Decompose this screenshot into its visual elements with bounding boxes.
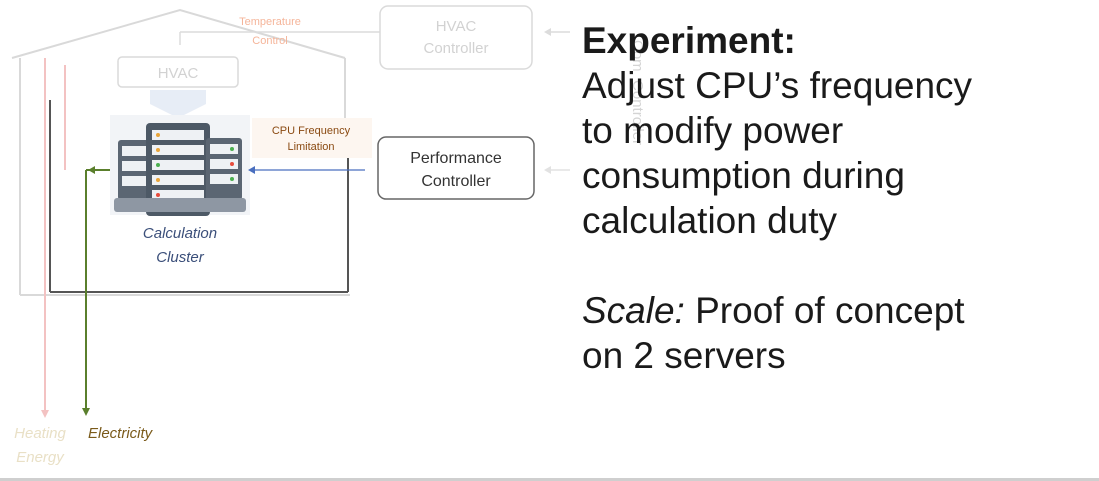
hvac-controller-label-1: HVAC bbox=[436, 18, 477, 35]
temperature-control-arrow bbox=[179, 31, 380, 45]
experiment-title: Experiment: bbox=[582, 20, 796, 61]
bottom-divider bbox=[0, 478, 1099, 481]
scale-line-2: on 2 servers bbox=[582, 335, 786, 376]
to-performance-controller-arrow-head bbox=[544, 166, 551, 174]
building-outline bbox=[11, 8, 350, 296]
server-rack-icon bbox=[110, 115, 250, 216]
experiment-line-2: to modify power bbox=[582, 110, 844, 151]
experiment-line-1: Adjust CPU’s frequency bbox=[582, 65, 973, 106]
heating-energy-label-2: Energy bbox=[16, 449, 65, 466]
heating-arrow-head bbox=[41, 410, 49, 418]
hvac-controller-label-2: Controller bbox=[423, 40, 488, 57]
performance-controller-label-2: Controller bbox=[421, 173, 491, 190]
calculation-cluster-label-2: Cluster bbox=[156, 249, 205, 266]
electricity-label: Electricity bbox=[88, 425, 154, 442]
electricity-arrow-head-left bbox=[88, 166, 95, 174]
hvac-controller-box bbox=[379, 5, 533, 70]
panel-spacer bbox=[582, 243, 1082, 288]
experiment-line-3: consumption during bbox=[582, 155, 905, 196]
performance-controller-box bbox=[377, 136, 535, 200]
to-hvac-controller-arrow-head bbox=[544, 28, 551, 36]
scale-line-1: Scale: Proof of concept bbox=[582, 288, 1082, 333]
cpu-frequency-limitation-label-1: CPU Frequency bbox=[272, 125, 351, 137]
hvac-airflow-icon bbox=[150, 90, 206, 118]
cpu-frequency-limitation-label-2: Limitation bbox=[287, 141, 334, 153]
heating-energy-label-1: Heating bbox=[14, 425, 66, 442]
control-diagram: Temperature Control HVAC Controller HVAC bbox=[11, 5, 570, 466]
hvac-box bbox=[117, 56, 239, 88]
heating-pipe bbox=[44, 58, 66, 415]
performance-controller-label-1: Performance bbox=[410, 150, 502, 167]
hvac-label: HVAC bbox=[158, 65, 199, 82]
scale-label: Scale: bbox=[582, 290, 685, 331]
temperature-control-label-2: Control bbox=[252, 35, 287, 47]
temperature-control-label-1: Temperature bbox=[239, 16, 301, 28]
experiment-line-4: calculation duty bbox=[582, 200, 838, 241]
experiment-panel: Experiment: Adjust CPU’s frequency to mo… bbox=[582, 18, 1082, 378]
electricity-line bbox=[85, 169, 110, 410]
scale-value: Proof of concept bbox=[684, 290, 965, 331]
calculation-cluster-label-1: Calculation bbox=[143, 225, 217, 242]
cpu-limitation-arrow-head bbox=[248, 166, 255, 174]
electricity-arrow-head-down bbox=[82, 408, 90, 416]
building-frame bbox=[49, 100, 349, 293]
cpu-limitation-label-bg bbox=[252, 118, 372, 158]
